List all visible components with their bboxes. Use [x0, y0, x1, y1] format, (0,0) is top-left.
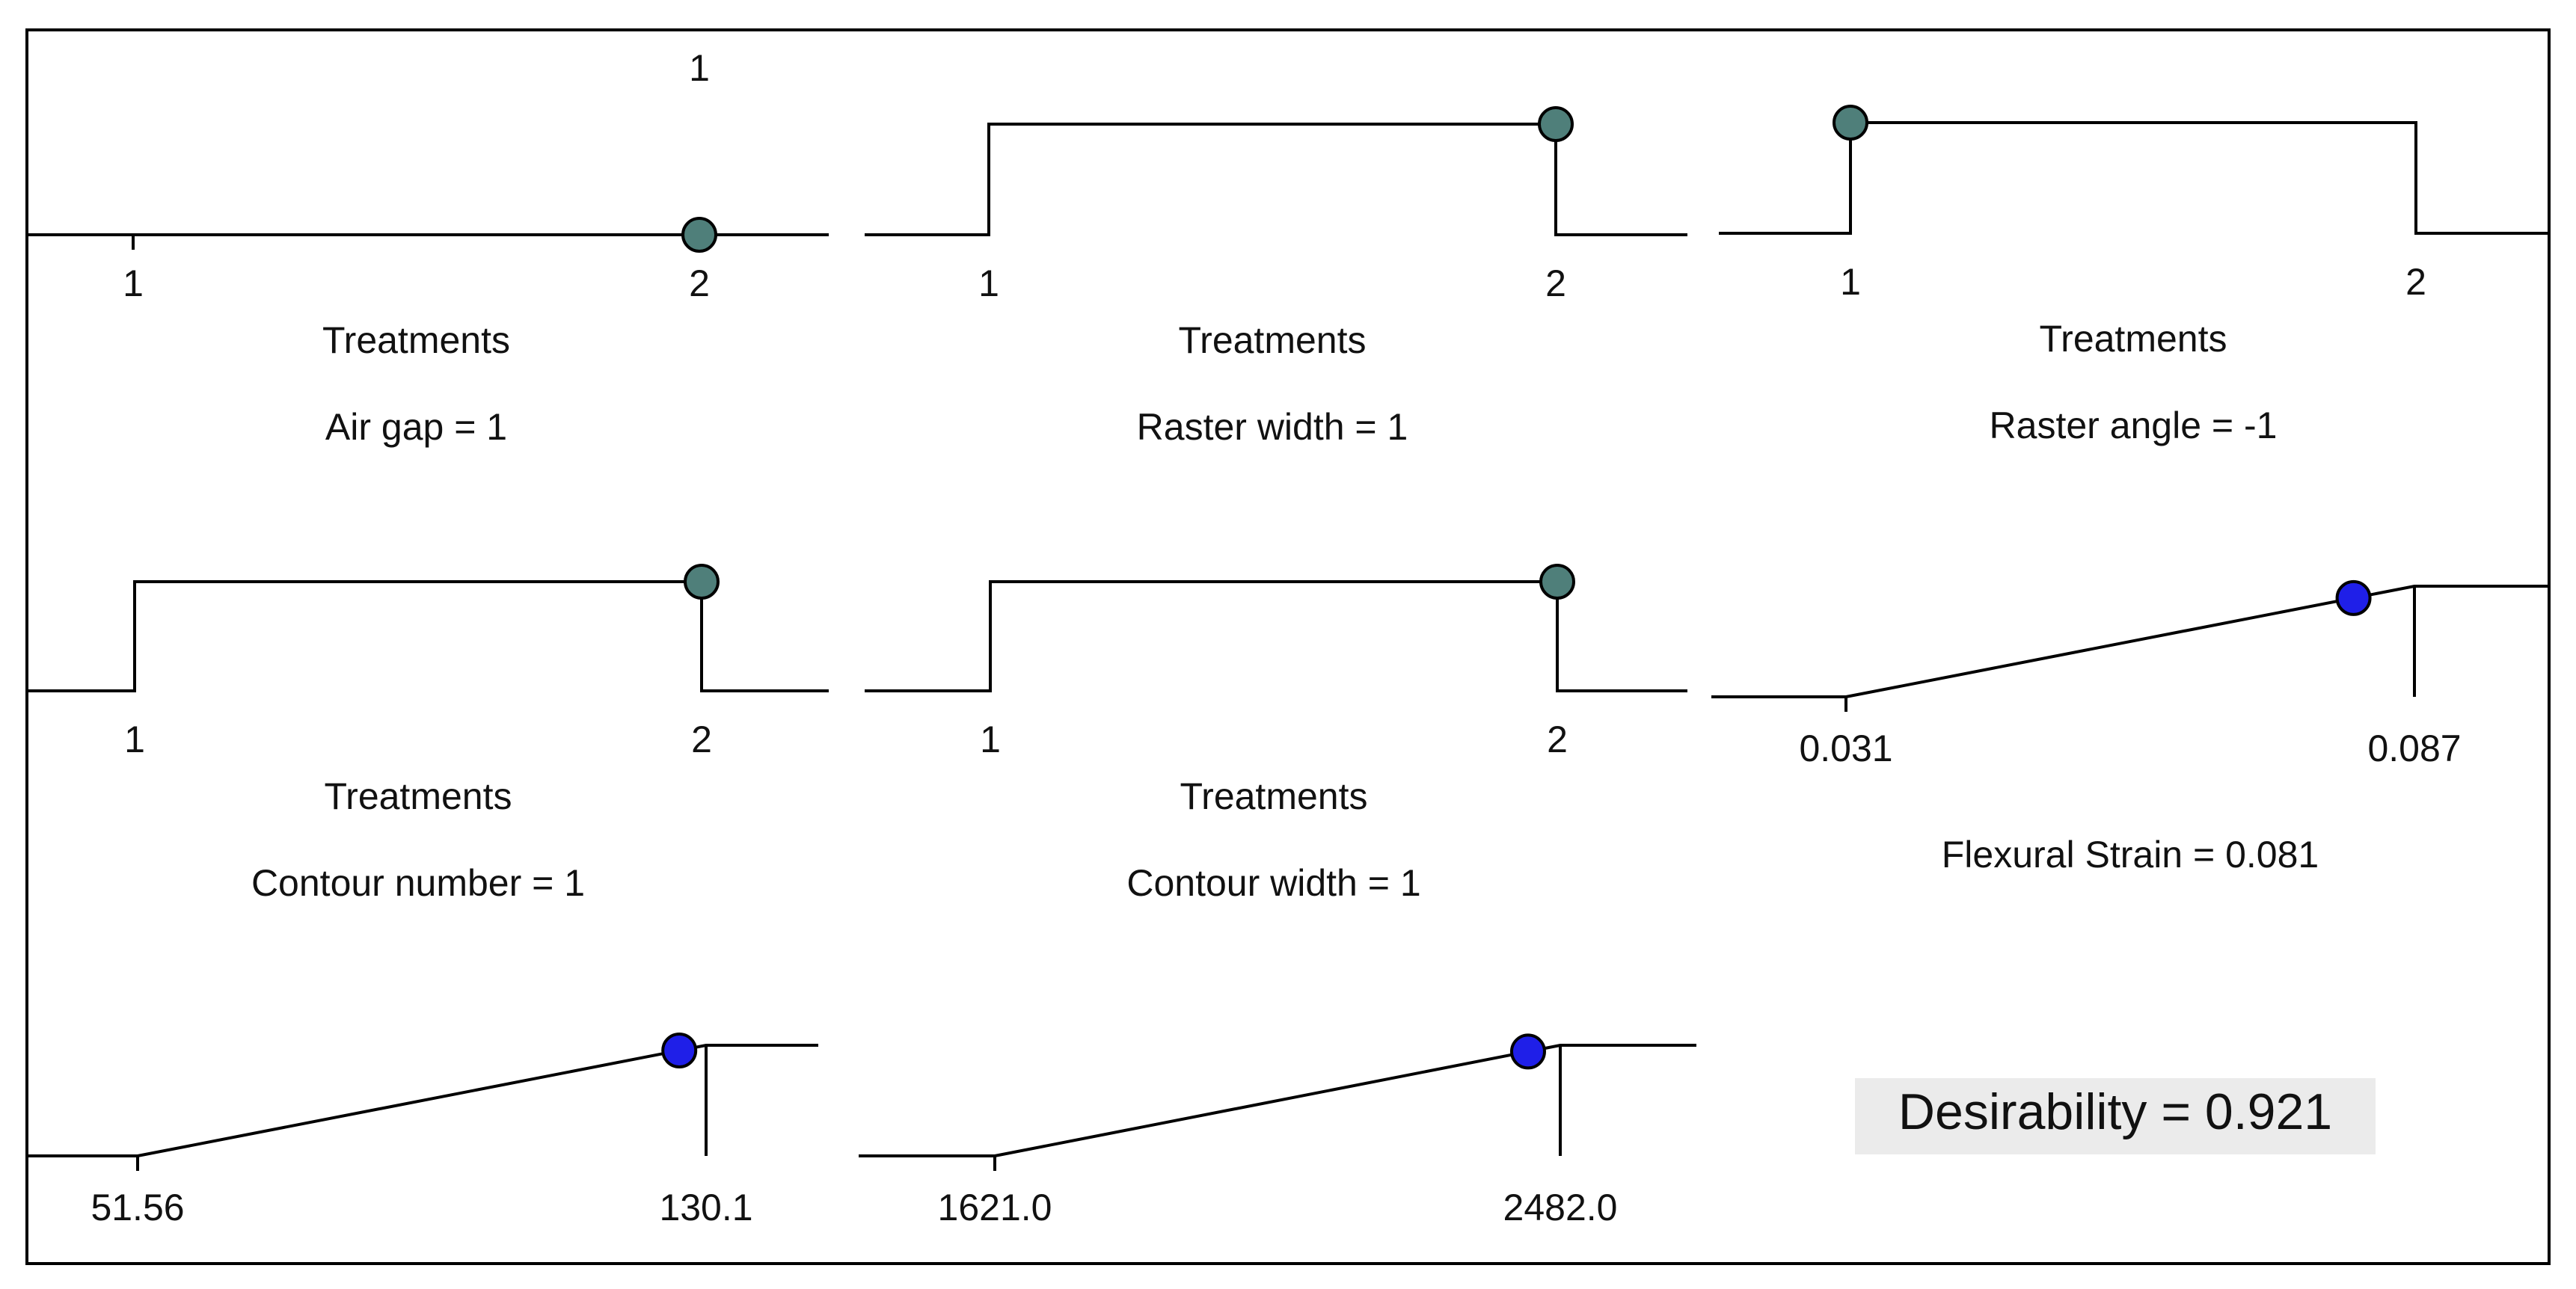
ramp-2-title: Raster width = 1 [1137, 406, 1408, 448]
ramp-1-xlabel: Treatments [322, 319, 510, 361]
ramp-6-desirability-ramp [1711, 585, 2549, 698]
ramp-7-min-label: 51.56 [91, 1187, 184, 1228]
desirability-box [1855, 1078, 2376, 1154]
ramp-1-selected-point [681, 217, 717, 253]
ramp-4-title: Contour number = 1 [251, 862, 585, 904]
ramp-6-title: Flexural Strain = 0.081 [1942, 834, 2319, 876]
ramp-8-desirability-ramp [859, 1044, 1696, 1157]
ramp-1-level-label-2: 2 [689, 262, 710, 304]
ramp-6-current-point [2335, 579, 2372, 616]
ramp-6-max-label: 0.087 [2367, 727, 2461, 769]
ramp-1-title: Air gap = 1 [325, 406, 507, 448]
ramp-2-level-label-2: 2 [1545, 262, 1566, 304]
ramp-8-current-point [1509, 1033, 1546, 1070]
ramp-2-level-label-1: 1 [978, 262, 999, 304]
ramp-4-selected-point [684, 564, 720, 600]
ramp-4-xlabel: Treatments [324, 775, 512, 817]
ramp-5-selected-point [1539, 564, 1575, 600]
desirability-label: Desirability = 0.921 [1898, 1083, 2332, 1140]
ramp-3-xlabel: Treatments [2039, 318, 2227, 360]
ramp-3-level-label-1: 1 [1840, 261, 1861, 303]
ramp-3-selected-point [1833, 105, 1868, 141]
ramp-3-desirability-profile [1719, 121, 2549, 235]
ramp-5-xlabel: Treatments [1180, 775, 1367, 817]
ramp-3-level-label-2: 2 [2405, 261, 2426, 303]
ramp-2-desirability-profile [865, 123, 1687, 236]
desirability-summary: Desirability = 0.921 [1855, 1078, 2376, 1154]
ramp-3-title: Raster angle = -1 [1990, 404, 2278, 446]
ramp-4-level-label-2: 2 [691, 719, 712, 760]
ramp-6-min-label: 0.031 [1799, 727, 1892, 769]
ramp-2-selected-point [1538, 106, 1574, 142]
ramp-2-xlabel: Treatments [1178, 319, 1366, 361]
ramp-5-desirability-profile [865, 580, 1687, 692]
ramp-5-level-label-2: 2 [1547, 719, 1568, 760]
ramp-7-max-label: 130.1 [659, 1187, 752, 1228]
ramp-5-level-label-1: 1 [980, 719, 1001, 760]
ramp-7-desirability-ramp [27, 1044, 818, 1157]
ramp-4-level-label-1: 1 [124, 719, 145, 760]
ramp-4-desirability-profile [27, 580, 829, 692]
ramp-7-current-point [661, 1032, 698, 1068]
ramp-8-min-label: 1621.0 [938, 1187, 1052, 1228]
ramp-1-level-label-1: 1 [123, 262, 144, 304]
ramp-5-title: Contour width = 1 [1126, 862, 1420, 904]
ramp-8-max-label: 2482.0 [1503, 1187, 1618, 1228]
ramp-1-value-label: 1 [689, 47, 710, 89]
